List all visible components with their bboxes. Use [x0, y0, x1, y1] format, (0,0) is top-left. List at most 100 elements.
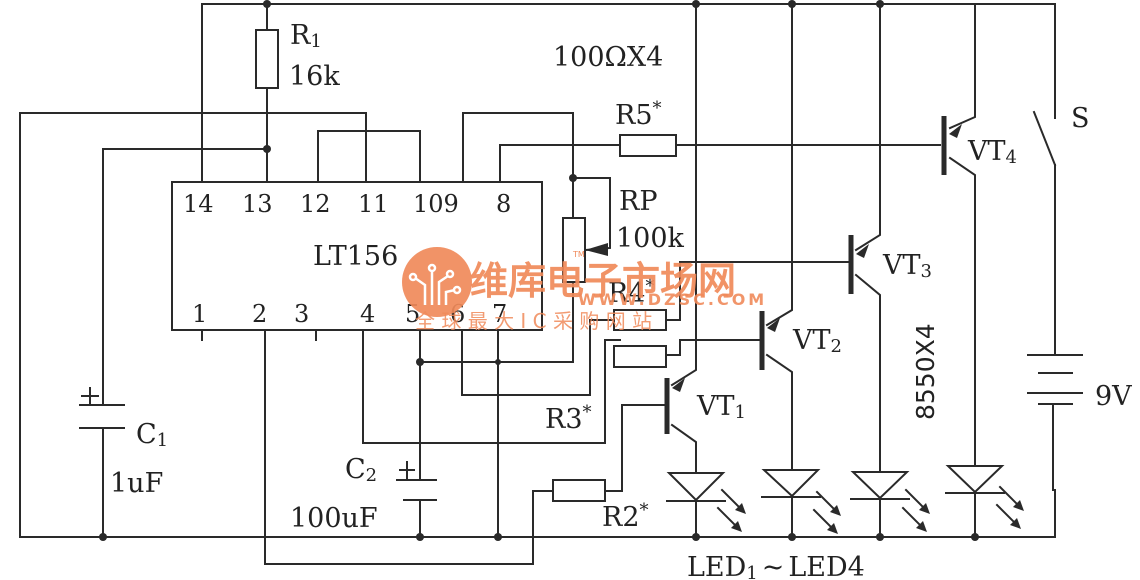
ic-pin-2: 2: [252, 300, 267, 328]
junction-dot: [495, 359, 501, 365]
vt1-label: VT1: [696, 391, 746, 423]
pin8-r5-wire: [499, 144, 621, 183]
pin11-outer-wire: [19, 112, 367, 538]
led4-ray-head-2: [1010, 518, 1021, 529]
c1-value: 1uF: [110, 468, 163, 499]
led3-triangle: [850, 471, 910, 500]
resistor-r2: R2*: [552, 479, 649, 533]
led1-triangle: [666, 472, 726, 502]
ic-lt156: 14 13 12 11 109 8 LT156 1 2 3 4 5 6 7: [171, 181, 543, 331]
ic-pin-14: 14: [183, 190, 214, 218]
ic-name: LT156: [313, 241, 398, 272]
switch-s: S: [1032, 103, 1090, 173]
vt4-collector-wire: [948, 156, 976, 467]
capacitor-c1: C1 1uF: [79, 387, 168, 499]
ic-pin-7: 7: [492, 300, 507, 328]
junction-dot: [494, 533, 502, 541]
vt1-emitter-wire: [670, 3, 697, 387]
r1-label: R1: [290, 20, 322, 52]
pin4-r3-wire: [362, 329, 621, 444]
switch-label: S: [1071, 103, 1090, 134]
vt3-label: VT3: [882, 250, 932, 282]
c2-label: C2: [345, 454, 377, 486]
r4-body: [613, 309, 667, 331]
ic-pin-12: 12: [300, 190, 331, 218]
pin12-pin10-wire: [317, 130, 421, 183]
r4-vt3-wire: [665, 261, 851, 321]
led2-ray-head-2: [827, 523, 838, 534]
vt3-collector-wire: [854, 273, 881, 473]
r5-label: R5*: [615, 98, 662, 131]
junction-dot: [788, 0, 796, 8]
ic-body: [171, 181, 543, 331]
r1-value: 16k: [289, 61, 340, 92]
top-rail-wire: [201, 3, 1056, 183]
resistor-r5: R5*: [615, 98, 677, 157]
led3-ray-head-1: [919, 503, 930, 514]
r3-vt2-wire: [665, 339, 761, 356]
led1-ray-head-2: [731, 521, 742, 532]
pin13-c1-wire: [102, 148, 268, 406]
resistor-r3: R3*: [545, 345, 667, 435]
junction-dot: [692, 533, 700, 541]
led-2: [761, 469, 841, 534]
switch-blade: [1032, 110, 1057, 167]
ic-pin-8: 8: [496, 190, 511, 218]
transistor-vt2: VT2: [759, 311, 842, 370]
rp-wiper-arrow: [585, 243, 608, 256]
vt2-emitter-wire: [765, 3, 793, 327]
r1-body: [255, 29, 279, 89]
vt2-collector-wire: [765, 353, 793, 471]
r5-body: [619, 134, 677, 157]
junction-dot: [971, 533, 979, 541]
junction-dot: [416, 533, 424, 541]
rp-bottom-wire: [419, 281, 574, 363]
pin9-rp-wire: [462, 112, 574, 221]
junction-dot: [263, 0, 271, 8]
vt2-label: VT2: [792, 325, 842, 357]
watermark-brand: 维库电子市场网: [470, 259, 736, 303]
transistor-vt1: VT1: [664, 378, 746, 434]
resistor-note: 100ΩX4: [553, 42, 663, 73]
pin6-r4-wire: [461, 319, 621, 396]
resistor-r1: R1 16k: [255, 20, 340, 92]
vt4-label: VT4: [967, 136, 1017, 168]
battery-label: 9V: [1095, 381, 1132, 412]
ic-pin-11: 11: [358, 190, 389, 218]
vt1-collector-wire: [670, 423, 697, 479]
led-1: [666, 472, 746, 532]
r2-vt1-wire: [603, 404, 666, 492]
circuit-logo-icon: [408, 263, 462, 305]
c2-value: 100uF: [290, 503, 378, 534]
junction-dot: [99, 533, 107, 541]
transistor-vt4: VT4: [941, 116, 1017, 175]
junction-dot: [569, 174, 577, 182]
r3-label: R3*: [545, 402, 592, 435]
junction-dot: [692, 0, 700, 8]
junction-dot: [416, 358, 424, 366]
junction-dot: [876, 533, 884, 541]
led-4: [945, 465, 1024, 529]
ground-rail-wire: [19, 489, 1056, 538]
junctions: [99, 0, 979, 541]
resistor-r4: R4*: [608, 276, 667, 331]
watermark-url: WWW.DZSC.COM: [578, 290, 767, 309]
led4-triangle: [945, 465, 1005, 494]
watermark-tm: TM: [572, 250, 585, 259]
c1-label: C1: [136, 419, 168, 451]
vt3-emitter-arrow: [856, 244, 869, 258]
watermark-logo-icon: [402, 247, 472, 317]
vt2-emitter-arrow: [767, 318, 780, 332]
r4-label: R4*: [608, 276, 655, 309]
led-3: [850, 471, 930, 532]
vt1-emitter-arrow: [672, 378, 685, 392]
r2-body: [552, 479, 606, 502]
junction-dot: [263, 145, 271, 153]
ic-pin-1: 1: [192, 300, 207, 328]
transistor-note: 8550X4: [911, 323, 940, 420]
led2-triangle: [761, 469, 821, 498]
ic-pin-13: 13: [242, 190, 273, 218]
leds-label: LED1~LED4: [687, 552, 865, 580]
vt4-emitter-arrow: [949, 124, 962, 138]
